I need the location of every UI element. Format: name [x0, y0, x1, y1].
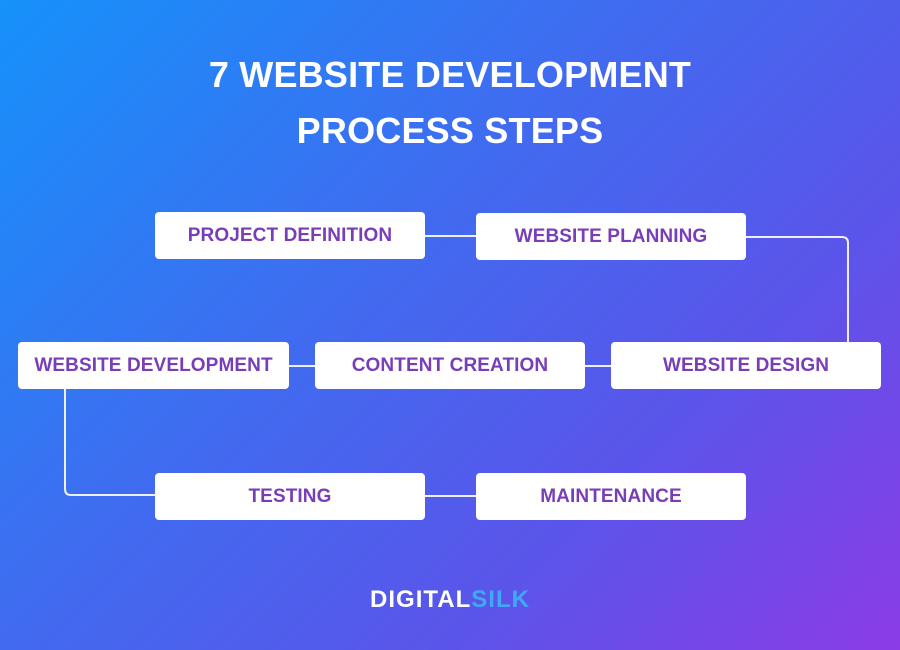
step-label: WEBSITE PLANNING	[514, 225, 708, 247]
step-project-definition: PROJECT DEFINITION	[155, 212, 425, 259]
logo-part-silk: SILK	[471, 586, 530, 613]
step-label: MAINTENANCE	[540, 485, 682, 507]
step-website-development: WEBSITE DEVELOPMENT	[18, 342, 289, 389]
step-label: TESTING	[248, 485, 332, 507]
logo-part-digital: DIGITAL	[370, 586, 472, 613]
title-line-2: PROCESS STEPS	[296, 110, 604, 151]
step-label: WEBSITE DESIGN	[662, 354, 830, 376]
digitalsilk-logo: DIGITALSILK	[0, 586, 900, 614]
page-title: 7 WEBSITE DEVELOPMENT PROCESS STEPS	[0, 47, 900, 159]
step-content-creation: CONTENT CREATION	[315, 342, 585, 389]
step-testing: TESTING	[155, 473, 425, 520]
step-label: CONTENT CREATION	[351, 354, 549, 376]
step-label: PROJECT DEFINITION	[187, 224, 393, 246]
step-website-design: WEBSITE DESIGN	[611, 342, 881, 389]
step-website-planning: WEBSITE PLANNING	[476, 213, 746, 260]
title-line-1: 7 WEBSITE DEVELOPMENT	[208, 54, 692, 95]
step-maintenance: MAINTENANCE	[476, 473, 746, 520]
step-label: WEBSITE DEVELOPMENT	[34, 354, 273, 376]
